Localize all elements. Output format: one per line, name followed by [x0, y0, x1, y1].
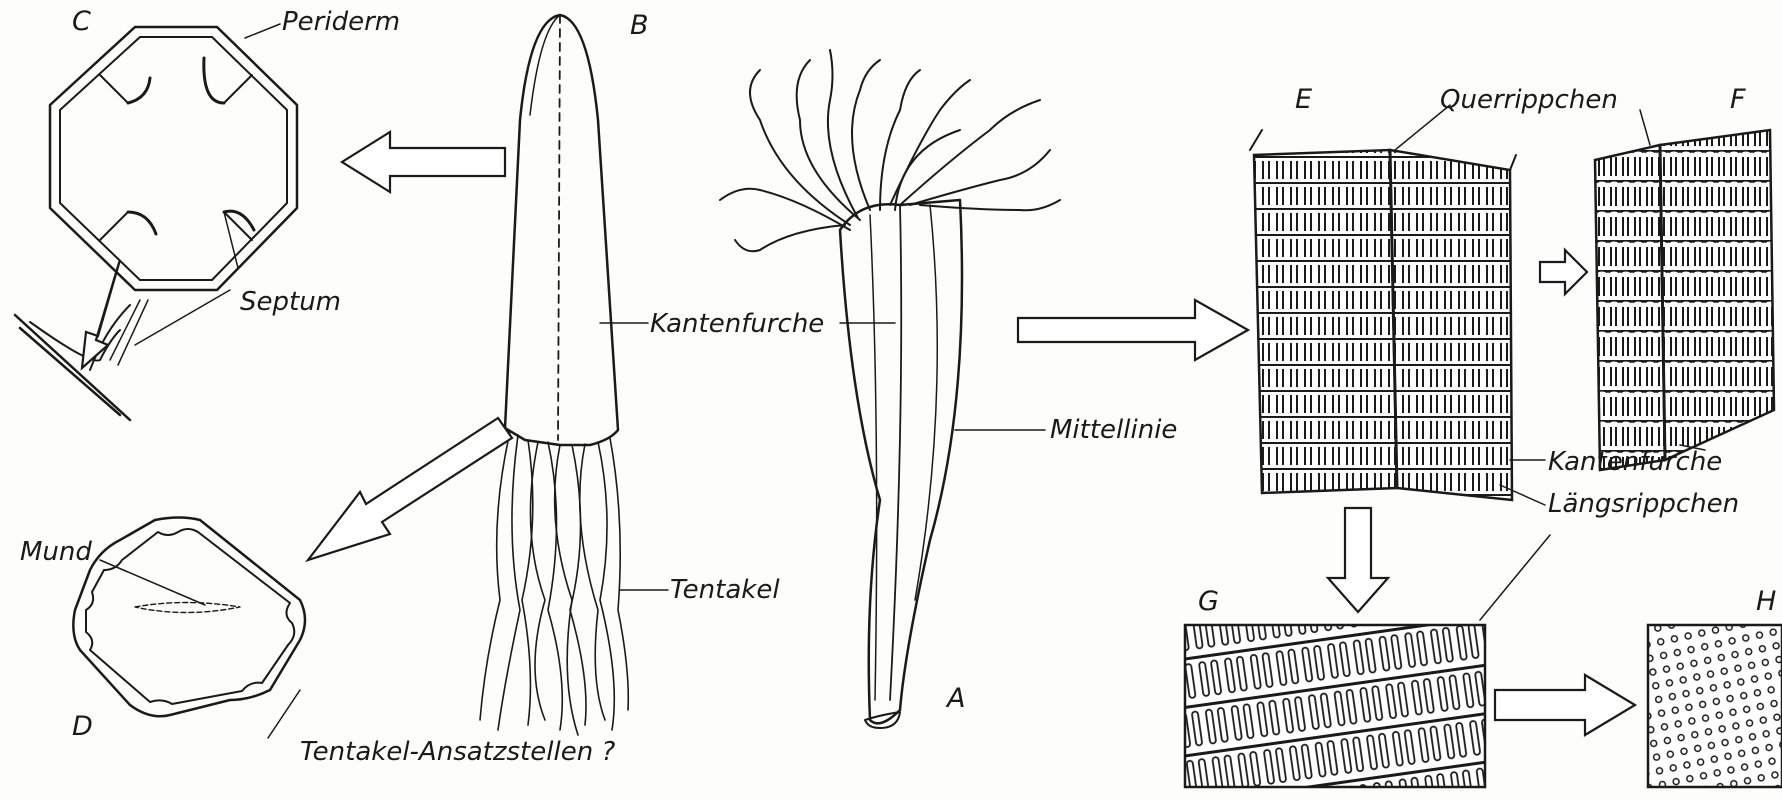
- tentacles-a: [720, 50, 1060, 251]
- periderm-inner: [60, 37, 287, 280]
- septum-hook: [204, 58, 224, 103]
- section-h: [1648, 625, 1782, 787]
- letter-b: B: [630, 10, 649, 41]
- arrow-b-to-c: [342, 132, 505, 192]
- label-kantenfurche-center: Kantenfurche: [650, 309, 824, 339]
- section-f: [1595, 110, 1774, 470]
- tentacles-b: [480, 432, 628, 735]
- oral-outline: [73, 518, 305, 717]
- oral-inner: [86, 529, 294, 704]
- section-b: [480, 15, 668, 735]
- periderm-outline: [50, 27, 297, 290]
- arrow-g-to-h: [1495, 675, 1635, 735]
- letter-e: E: [1295, 84, 1312, 115]
- septum-wall: [100, 75, 128, 103]
- arrow-e-to-f: [1540, 250, 1587, 294]
- septum-leader: [135, 290, 230, 345]
- ansatz-leader: [268, 690, 300, 738]
- label-tentakel: Tentakel: [670, 575, 780, 605]
- querrippchen-leader-f: [1640, 110, 1650, 145]
- mund-leader: [100, 560, 205, 605]
- arrow-e-to-g: [1328, 508, 1388, 612]
- midline: [558, 15, 560, 440]
- label-septum: Septum: [240, 287, 341, 317]
- label-mittellinie: Mittellinie: [1050, 415, 1177, 445]
- septum-hook: [128, 78, 150, 103]
- septum-wall: [224, 75, 252, 103]
- section-e: [1250, 105, 1545, 505]
- arrow-b-to-d: [308, 418, 512, 560]
- label-kantenfurche-right: Kantenfurche: [1548, 447, 1722, 477]
- label-periderm: Periderm: [282, 7, 400, 37]
- label-querrippchen: Querrippchen: [1440, 85, 1618, 115]
- section-c: [50, 27, 297, 290]
- letter-h: H: [1756, 586, 1776, 617]
- label-mund: Mund: [20, 537, 92, 567]
- letter-g: G: [1198, 586, 1219, 617]
- letter-d: D: [72, 711, 93, 742]
- section-a: [720, 50, 1060, 728]
- letter-f: F: [1730, 84, 1746, 115]
- septum-hook: [128, 212, 156, 234]
- mouth: [135, 603, 240, 613]
- arrow-a-to-e: [1018, 300, 1248, 360]
- septum-wall: [100, 212, 128, 240]
- label-laengsrippchen: Längsrippchen: [1548, 489, 1739, 519]
- label-tentakel-ansatzstellen: Tentakel-Ansatzstellen ?: [300, 737, 615, 767]
- section-c-detail: [15, 290, 230, 420]
- letter-c: C: [72, 6, 91, 37]
- section-d: [73, 518, 305, 739]
- theca-outline: [505, 15, 618, 445]
- letter-a: A: [945, 683, 965, 714]
